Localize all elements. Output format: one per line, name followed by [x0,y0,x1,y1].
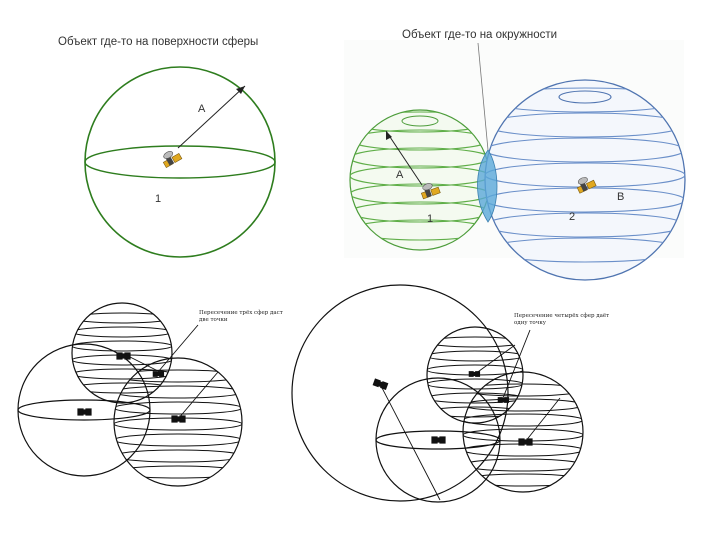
satellite-icon [77,408,92,416]
annotation-four-spheres-line2: одну точку [514,320,547,326]
label-radius-b: B [617,191,624,203]
radius-arrow [177,85,246,149]
sphere-1-panel: A 1 [84,66,276,258]
sphere-outline [84,66,276,258]
three-spheres-panel [17,302,243,487]
annotation-three-spheres-line2: две точки [199,317,228,323]
green-sphere [349,109,491,251]
satellite-icon [431,436,446,444]
annotation-three-spheres-line1: Пересечение трёх сфер даст [199,310,283,316]
radius-arrow-a [385,130,423,186]
annotation-three-spheres: Пересечение трёх сфер даст две точки [199,310,283,324]
satellite-icon [152,371,165,377]
arrowhead-icon [386,131,392,140]
label-sphere-1: 1 [427,213,433,225]
satellite-icon [159,146,183,169]
label-sphere-number: 1 [155,193,161,205]
intersection-lens [477,149,498,223]
two-spheres-panel: A 1 B 2 [344,40,686,281]
label-radius-a: A [198,103,206,115]
arrowhead-icon [236,86,245,94]
pointer-line [477,42,489,151]
annotation-four-spheres-line1: Пересечение четырёх сфер даёт [514,313,610,319]
annotation-four-spheres: Пересечение четырёх сфер даёт одну точку [514,313,609,327]
four-spheres-panel [291,284,584,503]
satellite-icon [497,397,510,403]
caption-sphere-surface: Объект где-то на поверхности сферы [58,36,259,48]
sphere-equator [84,145,276,179]
label-sphere-2: 2 [569,211,575,223]
label-radius-a: A [396,169,404,181]
caption-circle: Объект где-то на окружности [402,29,558,41]
